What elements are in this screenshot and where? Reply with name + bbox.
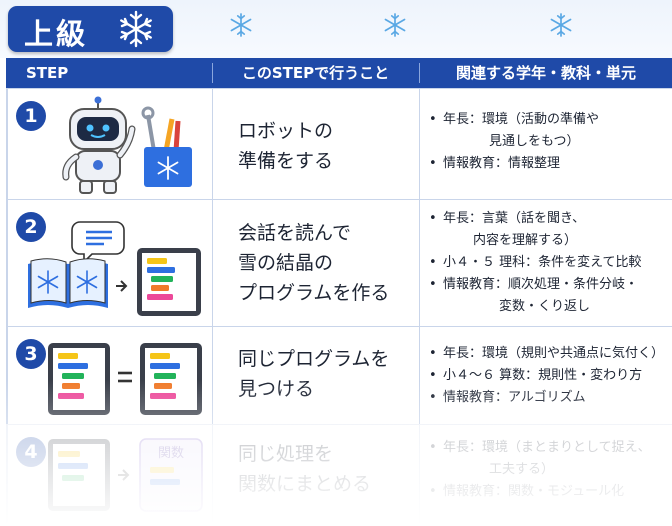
top-band: 上級 <box>0 0 672 58</box>
steps-table: STEP このSTEPで行うこと 関連する学年・教科・単元 1 <box>6 58 672 526</box>
list-item: 年長：環境（まとまりとして捉え、工夫する） <box>429 437 651 481</box>
book-bubble-program-icon <box>28 221 201 316</box>
level-badge: 上級 <box>8 6 173 52</box>
header-related: 関連する学年・教科・単元 <box>455 64 636 82</box>
snowflake-icon <box>230 13 252 37</box>
robot-icon <box>62 96 192 194</box>
related-list: 年長：環境（まとまりとして捉え、工夫する） 情報教育：関数・モジュール化 <box>429 437 651 503</box>
step-number: 2 <box>16 212 46 242</box>
list-item: 情報教育：順次処理・条件分岐・変数・くり返し <box>429 274 641 318</box>
list-item: 小４・５ 理科：条件を変えて比較 <box>429 252 641 274</box>
header-action: このSTEPで行うこと <box>241 64 390 82</box>
step-number: 3 <box>16 339 46 369</box>
list-item: 年長：環境（規則や共通点に気付く） <box>429 343 664 365</box>
equal-programs-icon <box>48 343 202 415</box>
snowflake-icon <box>384 13 406 37</box>
table-row: 1 ロボットの 準備をする 年長： <box>6 88 672 199</box>
related-list: 年長：環境（規則や共通点に気付く） 小４～６ 算数：規則性・変わり方 情報教育：… <box>429 343 664 409</box>
list-item: 小４～６ 算数：規則性・変わり方 <box>429 365 664 387</box>
related-list: 年長：言葉（話を聞き、内容を理解する） 小４・５ 理科：条件を変えて比較 情報教… <box>429 208 641 318</box>
step-number: 4 <box>16 437 46 467</box>
function-block-icon: 関数 <box>48 438 203 512</box>
list-item: 情報教育：アルゴリズム <box>429 387 664 409</box>
snowflake-icon <box>120 10 152 48</box>
step-action: 同じ処理を 関数にまとめる <box>238 443 372 495</box>
list-item: 情報教育：情報整理 <box>429 153 599 175</box>
step-action: 会話を読んで 雪の結晶の プログラムを作る <box>238 222 390 304</box>
svg-text:関数: 関数 <box>158 446 184 461</box>
header-divider <box>419 63 420 83</box>
table-header: STEP このSTEPで行うこと 関連する学年・教科・単元 <box>6 58 672 88</box>
step-number: 1 <box>16 101 46 131</box>
step-action: ロボットの 準備をする <box>238 120 334 172</box>
header-divider <box>212 63 213 83</box>
list-item: 年長：言葉（話を聞き、内容を理解する） <box>429 208 641 252</box>
step-action: 同じプログラムを 見つける <box>238 348 390 400</box>
level-title: 上級 <box>24 17 89 51</box>
table-row: 4 関数 同じ処理を 関数にまとめる 年長：環境（まとまりとして捉え、工夫する）… <box>6 424 672 526</box>
snowflake-icon <box>550 13 572 37</box>
table-row: 3 同じプログラムを 見つける 年長：環境（規則や共通点に気付く） 小４～６ <box>6 326 672 424</box>
table-row: 2 会話を読んで 雪の結晶の プログラムを作る <box>6 199 672 326</box>
list-item: 情報教育：関数・モジュール化 <box>429 481 651 503</box>
header-step: STEP <box>26 64 69 82</box>
